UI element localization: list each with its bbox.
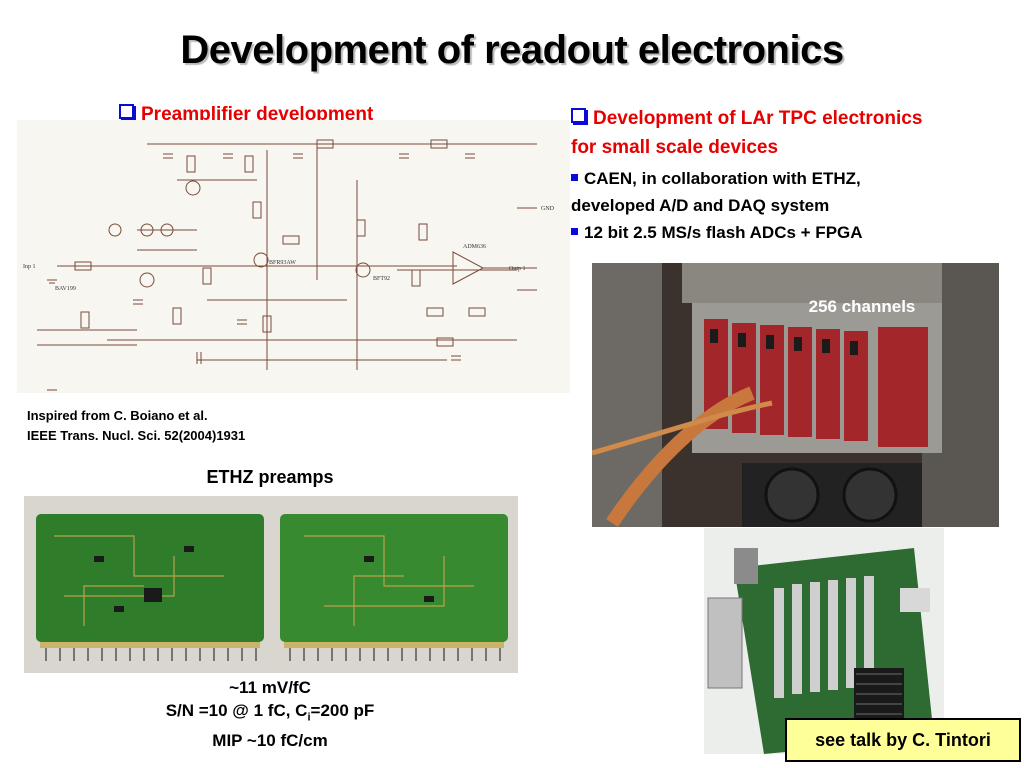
right-heading-line-1: Development of LAr TPC electronics [593, 108, 923, 129]
right-bullets: CAEN, in collaboration with ETHZ, develo… [571, 165, 863, 246]
schematic-diode-label: BAV199 [55, 286, 76, 292]
preamp-boards-photo [24, 496, 518, 673]
preamp-boards-drawing [36, 514, 508, 661]
adc-board-photo [704, 528, 944, 754]
spec-mip: MIP ~10 fC/cm [212, 731, 328, 751]
filled-square-bullet-icon [571, 174, 578, 181]
reference-line-1: Inspired from C. Boiano et al. [27, 408, 208, 423]
daq-crate-drawing [592, 263, 999, 527]
right-heading: Development of LAr TPC electronics for s… [571, 104, 922, 162]
filled-square-bullet-icon [571, 228, 578, 235]
schematic-gnd-label: GND [541, 206, 555, 212]
talk-reference-note: see talk by C. Tintori [785, 718, 1021, 762]
hollow-square-bullet-icon [571, 108, 586, 123]
spec-snr: S/N =10 @ 1 fC, Ci=200 pF [165, 701, 375, 724]
reference-line-2: IEEE Trans. Nucl. Sci. 52(2004)1931 [27, 428, 246, 443]
photo-caption: ETHZ preamps [206, 467, 334, 487]
reference: Inspired from C. Boiano et al. IEEE Tran… [27, 406, 245, 446]
bullet-caen-line-2: developed A/D and DAQ system [571, 196, 830, 215]
schematic-input-label: Inp 1 [23, 264, 36, 270]
hollow-square-bullet-icon [119, 104, 134, 119]
bullet-caen-line-1: CAEN, in collaboration with ETHZ, [584, 169, 861, 188]
schematic-output-label: Outp 1 [509, 266, 526, 272]
adc-board-drawing [704, 528, 944, 754]
bullet-adc: 12 bit 2.5 MS/s flash ADCs + FPGA [584, 223, 863, 242]
left-heading-text: Preamplifier development [141, 104, 374, 125]
schematic-transistor-label: BFR93AW [269, 260, 296, 266]
spec-gain: ~11 mV/fC [229, 678, 311, 697]
left-heading: Preamplifier development [119, 104, 373, 126]
preamp-specs: ~11 mV/fC S/N =10 @ 1 fC, Ci=200 pF MIP … [100, 676, 440, 752]
slide-title: Development of readout electronics [180, 28, 844, 72]
daq-crate-photo: 256 channels [592, 263, 999, 527]
crate-label: 256 channels [808, 297, 916, 316]
schematic-transistor2-label: BFT92 [373, 276, 390, 282]
schematic-drawing: Inp 1 Outp 1 GND ADM636 BAV199 BFR93AW B… [23, 139, 555, 391]
preamp-schematic: Inp 1 Outp 1 GND ADM636 BAV199 BFR93AW B… [17, 120, 570, 393]
right-heading-line-2: for small scale devices [571, 137, 779, 158]
schematic-opamp-label: ADM636 [463, 244, 486, 250]
